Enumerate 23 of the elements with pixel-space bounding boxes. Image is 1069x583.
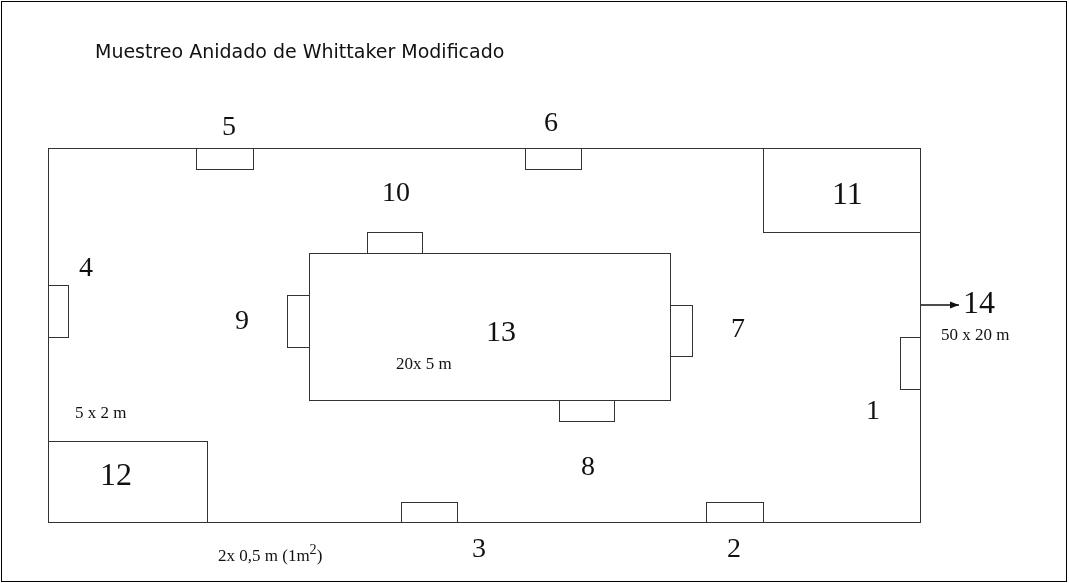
dimension-text: 50 x 20 m xyxy=(941,326,1010,343)
arrow xyxy=(920,301,960,309)
dimension-text: 2x 0,5 m (1m$^{2}$) xyxy=(218,542,323,564)
plot-number: 5 xyxy=(222,112,236,140)
plot-number: 2 xyxy=(727,534,741,562)
plot-number: 9 xyxy=(235,306,249,334)
dimension-text: 5 x 2 m xyxy=(75,404,127,421)
title: Muestreo Anidado de Whittaker Modificado xyxy=(95,40,505,62)
plot-number: 7 xyxy=(731,314,745,342)
dimension-text: 20x 5 m xyxy=(396,355,452,372)
plot-number: 4 xyxy=(79,253,93,281)
plot-number: 12 xyxy=(100,458,132,490)
plot-number: 3 xyxy=(472,534,486,562)
plot-rectangle xyxy=(48,441,208,523)
plot-number: 10 xyxy=(382,178,410,206)
plot-number: 13 xyxy=(486,316,516,346)
plot-number: 1 xyxy=(866,396,880,424)
plot-number: 8 xyxy=(581,452,595,480)
plot-number: 11 xyxy=(832,177,863,209)
plot-rectangle xyxy=(309,253,671,401)
plot-rectangle xyxy=(763,148,921,233)
plot-number: 6 xyxy=(544,108,558,136)
plot-number: 14 xyxy=(963,286,995,318)
